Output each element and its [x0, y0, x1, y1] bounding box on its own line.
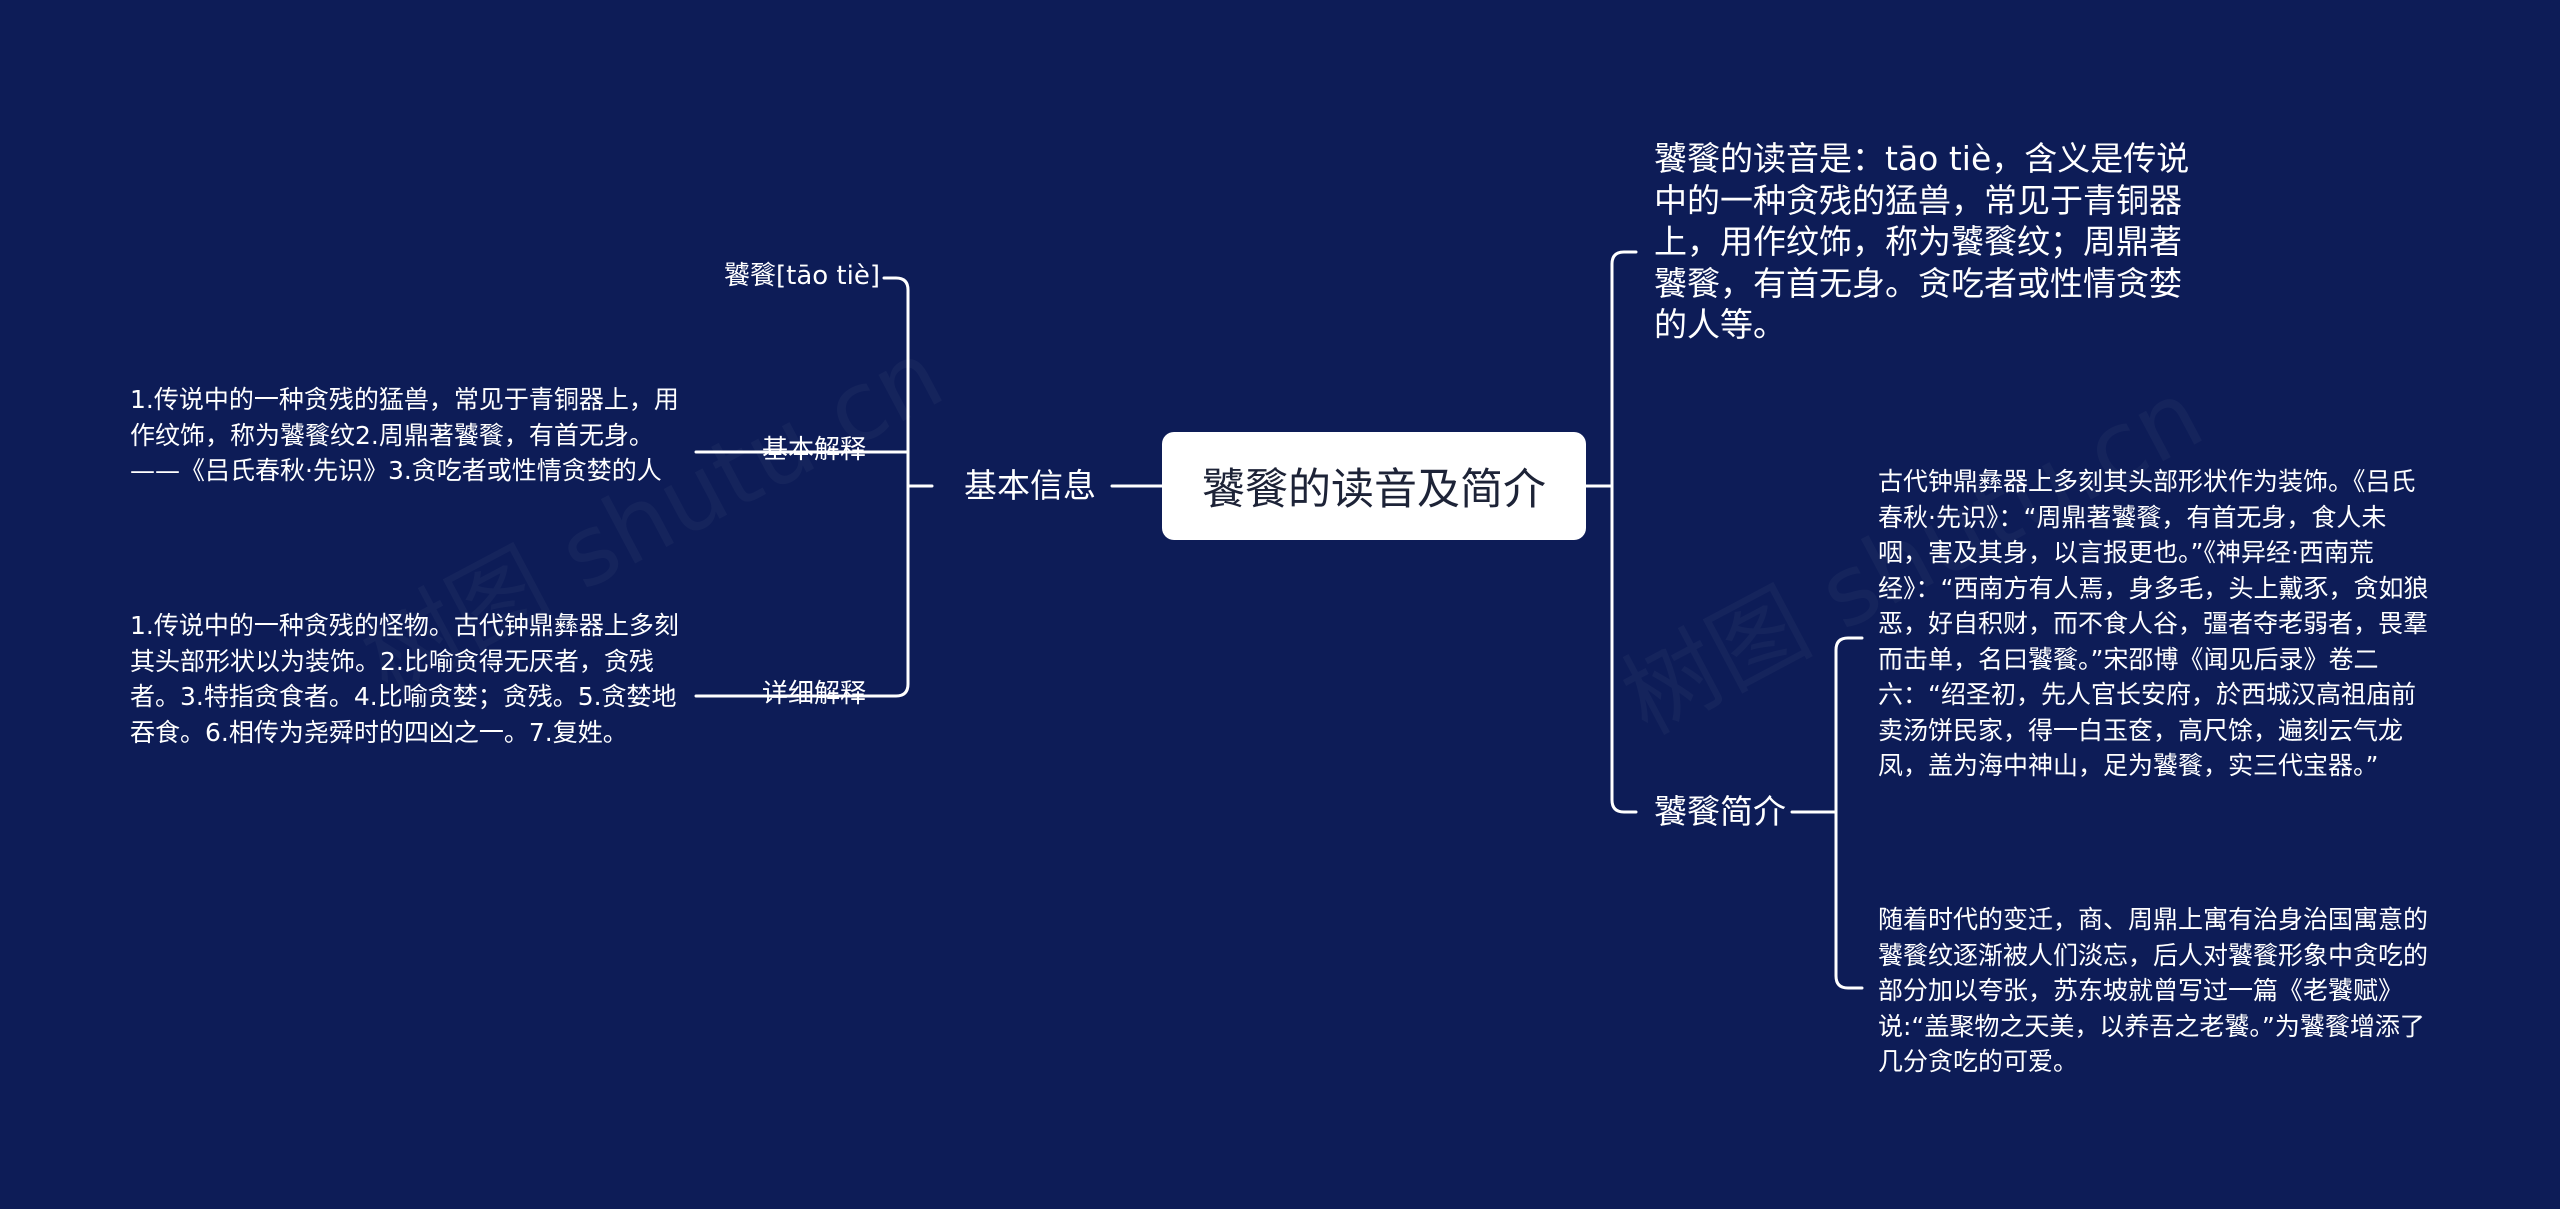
reading-node-text: 饕餮的读音是：tāo tiè，含义是传说中的一种贪残的猛兽，常见于青铜器上，用作…	[1654, 139, 2190, 344]
leaf-intro-later: 随着时代的变迁，商、周鼎上寓有治身治国寓意的饕餮纹逐渐被人们淡忘，后人对饕餮形象…	[1878, 902, 2430, 1080]
item-pronunciation[interactable]: 饕餮[tāo tiè]	[680, 258, 880, 294]
item-detail-explanation[interactable]: 详细解释	[744, 676, 884, 712]
leaf-detail-explanation-text: 1.传说中的一种贪残的怪物。古代钟鼎彝器上多刻其头部形状以为装饰。2.比喻贪得无…	[130, 611, 679, 747]
root-title: 饕餮的读音及简介	[1202, 465, 1546, 515]
leaf-intro-later-text: 随着时代的变迁，商、周鼎上寓有治身治国寓意的饕餮纹逐渐被人们淡忘，后人对饕餮形象…	[1878, 905, 2429, 1076]
connector-right-bracket	[1610, 250, 1638, 814]
leaf-basic-explanation: 1.传说中的一种贪残的猛兽，常见于青铜器上，用作纹饰，称为饕餮纹2.周鼎著饕餮，…	[130, 382, 682, 489]
item-detail-explanation-label: 详细解释	[761, 679, 866, 709]
leaf-intro-origin-text: 古代钟鼎彝器上多刻其头部形状作为装饰。《吕氏春秋·先识》：“周鼎著饕餮，有首无身…	[1878, 467, 2429, 780]
leaf-intro-origin: 古代钟鼎彝器上多刻其头部形状作为装饰。《吕氏春秋·先识》：“周鼎著饕餮，有首无身…	[1878, 464, 2430, 784]
root-node[interactable]: 饕餮的读音及简介	[1162, 432, 1586, 540]
connector-intro-bracket	[1834, 636, 1864, 990]
leaf-basic-explanation-text: 1.传说中的一种贪残的猛兽，常见于青铜器上，用作纹饰，称为饕餮纹2.周鼎著饕餮，…	[130, 385, 679, 485]
leaf-detail-explanation: 1.传说中的一种贪残的怪物。古代钟鼎彝器上多刻其头部形状以为装饰。2.比喻贪得无…	[130, 608, 682, 750]
reading-node[interactable]: 饕餮的读音是：tāo tiè，含义是传说中的一种贪残的猛兽，常见于青铜器上，用作…	[1654, 138, 2192, 346]
item-basic-explanation-label: 基本解释	[761, 435, 866, 465]
branch-intro[interactable]: 饕餮简介	[1654, 790, 1804, 834]
connector-left-bracket	[882, 276, 934, 698]
branch-basic-info-label: 基本信息	[964, 466, 1096, 505]
item-pronunciation-label: 饕餮[tāo tiè]	[723, 261, 880, 291]
item-basic-explanation[interactable]: 基本解释	[744, 432, 884, 468]
branch-basic-info[interactable]: 基本信息	[950, 464, 1110, 508]
branch-intro-label: 饕餮简介	[1654, 792, 1786, 831]
